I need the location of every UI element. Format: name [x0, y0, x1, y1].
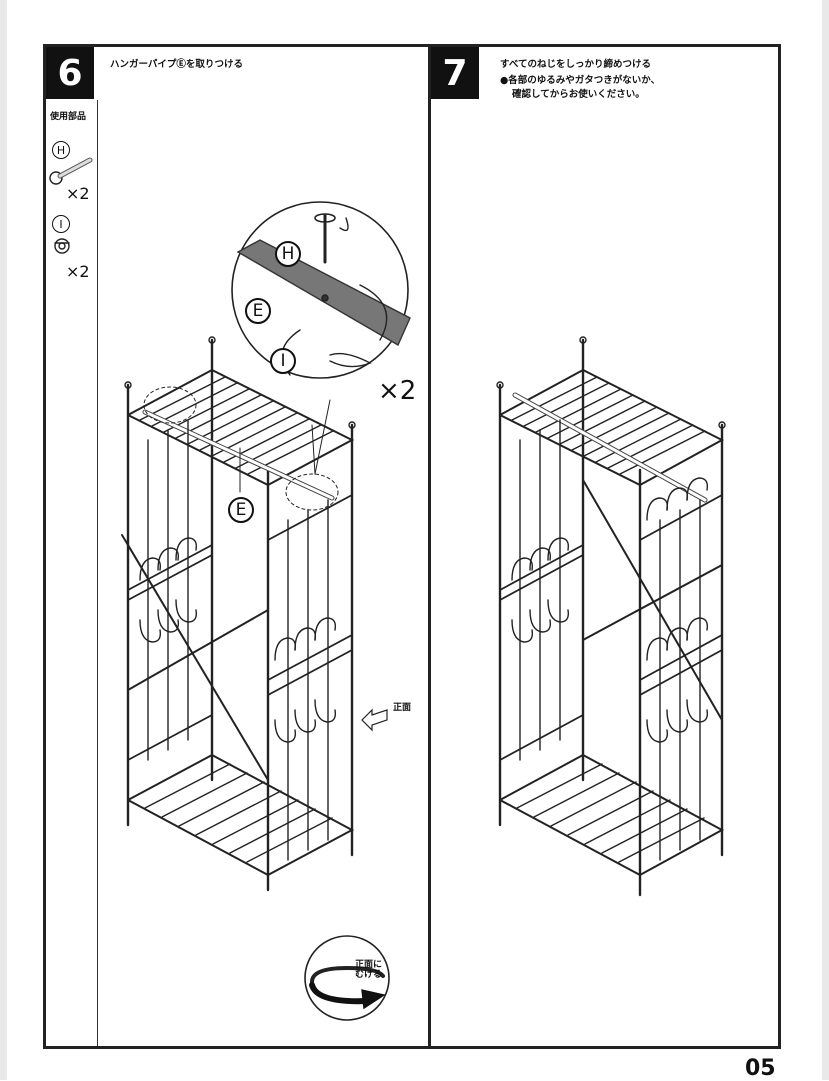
turn-label-line1: 正面に [355, 960, 383, 970]
step-7-number: 7 [431, 47, 479, 99]
page-edge-right [822, 0, 829, 1080]
parts-list-label: 使用部品 [50, 112, 87, 122]
step-6-rack [121, 336, 356, 892]
rack-label-e: E [228, 497, 254, 523]
step-6-instruction: ハンガーパイプⒺを取りつける [110, 59, 244, 70]
step-7-note: ●各部のゆるみやガタつきがないか、 確認してからお使いください。 [500, 74, 660, 102]
front-label: 正面 [393, 703, 412, 713]
nut-icon [54, 238, 70, 254]
parts-column-divider [97, 100, 98, 1046]
part-h-quantity: ×2 [66, 184, 90, 203]
turn-label-line2: むける [355, 970, 383, 980]
part-i-letter: I [52, 215, 70, 233]
screw-icon [49, 157, 93, 185]
step-7-rack [496, 336, 726, 897]
part-i-quantity: ×2 [66, 262, 90, 281]
callout-label-i: I [270, 348, 296, 374]
step-7-instruction: すべてのねじをしっかり締めつける [500, 59, 651, 70]
step-6-number: 6 [46, 47, 94, 99]
zoom-callout [231, 201, 411, 379]
page-edge-left [0, 0, 7, 1080]
page-number: 05 [745, 1056, 776, 1081]
step-7-note-line2: 確認してからお使いください。 [512, 89, 645, 100]
rotate-icon [304, 935, 390, 1021]
part-h-letter: H [52, 141, 70, 159]
step-divider [428, 44, 431, 1049]
instruction-frame [43, 44, 781, 1049]
step-7-note-line1: ●各部のゆるみやガタつきがないか、 [500, 75, 661, 86]
callout-label-e: E [245, 298, 271, 324]
callout-quantity: ×2 [378, 376, 417, 406]
turn-front-label: 正面に むける [355, 960, 382, 980]
front-arrow-icon [361, 708, 388, 732]
callout-label-h: H [275, 241, 301, 267]
